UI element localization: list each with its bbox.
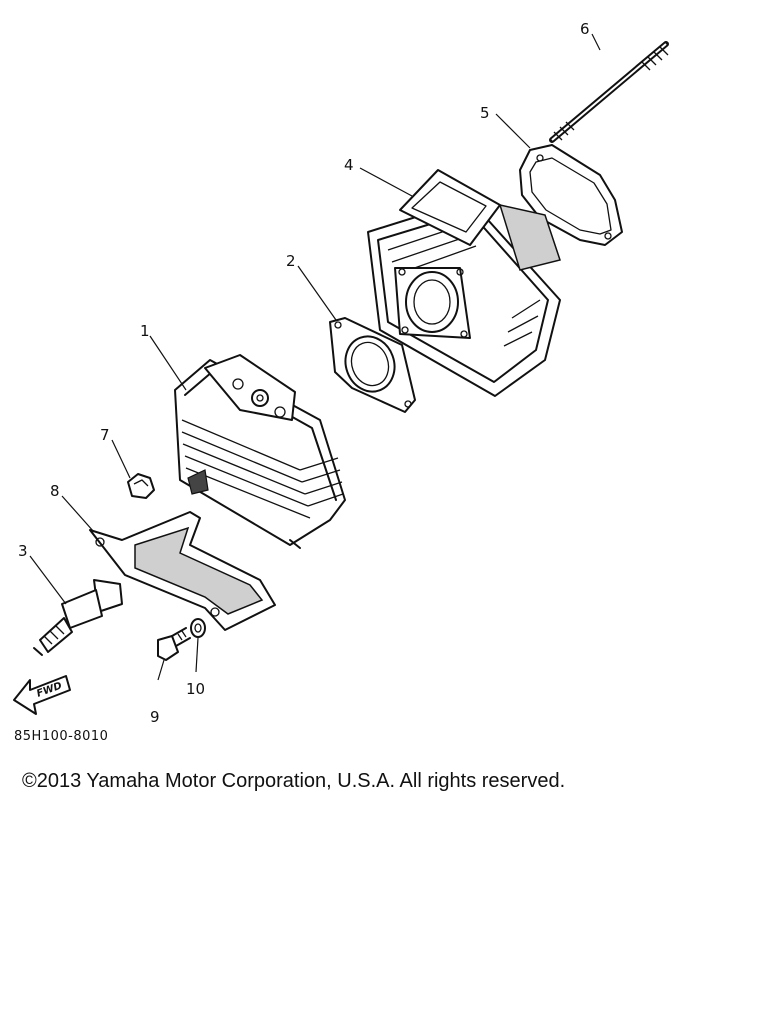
part-1-cylinder-head <box>174 354 346 549</box>
callouts: 6 5 4 2 1 7 8 3 9 10 <box>18 20 590 726</box>
callout-6: 6 <box>580 20 590 38</box>
part-9-bolt <box>157 627 191 661</box>
part-10-washer <box>190 618 206 638</box>
leader-lines <box>29 33 601 681</box>
part-8-cover-plate <box>89 511 276 631</box>
callout-8: 8 <box>50 482 60 500</box>
callout-9: 9 <box>150 708 160 726</box>
callout-4: 4 <box>344 156 354 174</box>
copyright-notice: ©2013 Yamaha Motor Corporation, U.S.A. A… <box>22 770 566 792</box>
callout-3: 3 <box>18 542 28 560</box>
callout-1: 1 <box>140 322 150 340</box>
part-6-stud-bolt <box>549 41 669 143</box>
figure-code: 85H100-8010 <box>14 729 108 744</box>
callout-7: 7 <box>100 426 110 444</box>
callout-5: 5 <box>480 104 490 122</box>
part-3-spark-plug <box>33 579 123 656</box>
forward-arrow-icon: FWD <box>13 675 71 715</box>
part-4-cylinder <box>367 169 561 397</box>
part-7-nut <box>127 473 155 499</box>
callout-2: 2 <box>286 252 296 270</box>
exploded-parts-diagram: 6 5 4 2 1 7 8 3 9 10 FWD 85H100-8010 <box>13 20 669 744</box>
callout-10: 10 <box>186 680 205 698</box>
part-2-base-gasket <box>329 317 416 413</box>
